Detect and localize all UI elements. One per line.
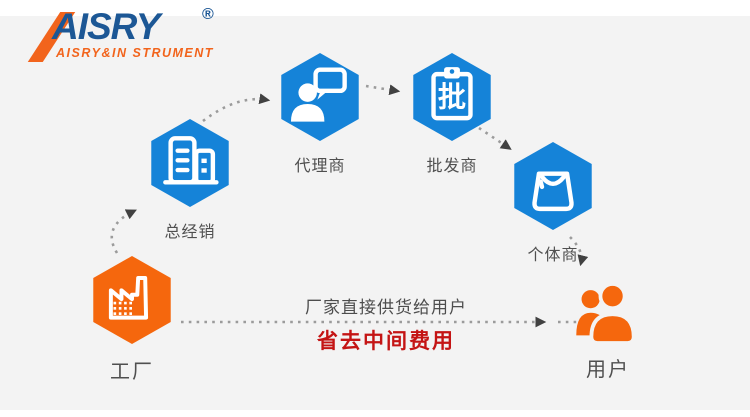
- node-wholesaler: 批 批发商: [392, 51, 512, 176]
- logo-subtitle: AISRY&IN STRUMENT: [56, 46, 214, 60]
- brand-logo: AISRY ® AISRY&IN STRUMENT: [27, 6, 240, 72]
- person-chat-icon: [281, 53, 359, 141]
- clipboard-icon: 批: [413, 53, 491, 141]
- node-label-retailer: 个体商: [527, 247, 579, 264]
- node-retailer: 个体商: [493, 140, 613, 265]
- registered-trademark-symbol: ®: [202, 6, 214, 23]
- clipboard-glyph: 批: [438, 82, 466, 113]
- node-label-wholesaler: 批发商: [426, 158, 478, 175]
- users-icon: [576, 282, 636, 345]
- node-factory: 工厂: [72, 254, 192, 384]
- node-label-factory: 工厂: [110, 361, 154, 383]
- node-label-user: 用户: [586, 359, 630, 381]
- save-cost-highlight: 省去中间费用: [317, 330, 455, 353]
- node-agent: 代理商: [260, 51, 380, 176]
- node-user: 用户: [548, 278, 668, 382]
- shopping-bag-icon: [514, 142, 592, 230]
- direct-supply-caption: 厂家直接供货给用户: [305, 298, 467, 317]
- node-label-distributor: 总经销: [164, 224, 216, 241]
- node-distributor: 总经销: [130, 117, 250, 242]
- buildings-icon: [151, 119, 229, 207]
- node-label-agent: 代理商: [294, 158, 346, 175]
- factory-icon: [93, 256, 171, 344]
- logo-brand-text: AISRY: [52, 6, 160, 47]
